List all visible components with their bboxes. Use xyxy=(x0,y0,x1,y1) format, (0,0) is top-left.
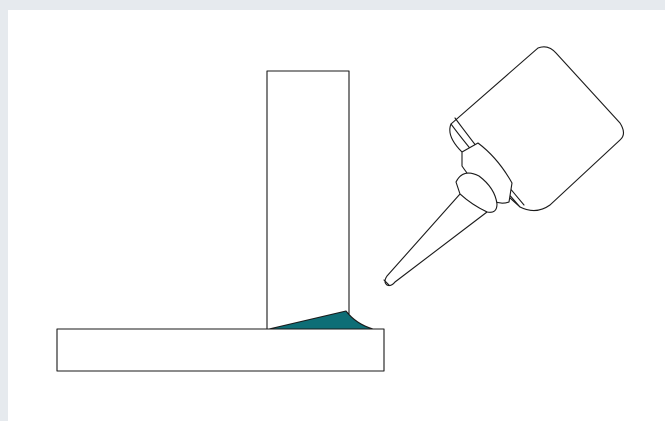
glue-bottle-icon xyxy=(383,46,625,287)
upright-plate xyxy=(266,70,350,330)
base-plate xyxy=(56,328,385,372)
nozzle-opening xyxy=(383,279,390,286)
adhesive-fillet xyxy=(268,310,374,330)
nozzle-tip xyxy=(384,193,488,287)
